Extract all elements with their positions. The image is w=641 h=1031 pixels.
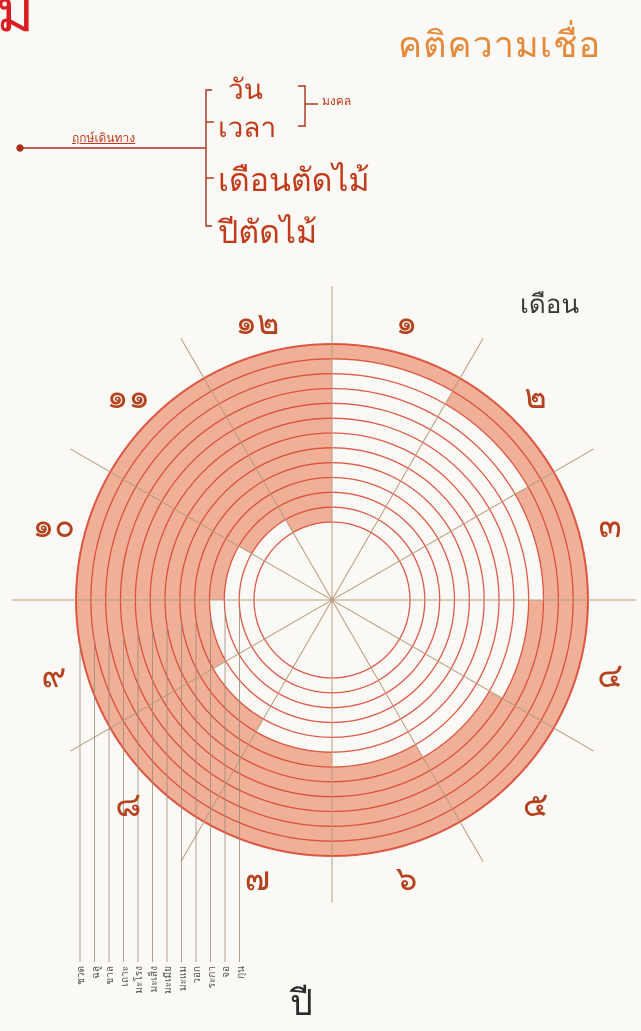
wheel-spoke [331, 599, 594, 752]
wheel-spoke [70, 599, 333, 752]
month-sector [502, 600, 588, 728]
wheel-spoke [331, 338, 484, 601]
tree-group-label: มงคล [322, 94, 352, 108]
month-label: ๓ [598, 506, 622, 547]
tree-lines [16, 85, 318, 227]
beliefs-heading: คติความเชื่อ [398, 25, 602, 66]
month-sector [515, 472, 588, 600]
tree-root-label: ฤกษ์เดินทาง [72, 131, 136, 145]
month-sector [332, 344, 460, 392]
wheel-spoke [331, 448, 594, 601]
year-heading: ปี [290, 983, 313, 1024]
month-label: ๒ [524, 377, 547, 418]
year-label: ชวด [76, 966, 87, 985]
wheel-spoke [180, 599, 333, 862]
year-label: จอ [221, 966, 232, 978]
wheel-spoke [331, 599, 484, 862]
month-heading: เดือน [520, 290, 580, 320]
month-sector [110, 378, 286, 554]
year-label: วอก [192, 966, 203, 984]
month-label: ๑ [395, 302, 418, 343]
year-label: กุน [235, 966, 247, 979]
year-label: เถาะ [119, 966, 131, 987]
month-label: ๗ [244, 859, 271, 900]
year-label: มะเมีย [163, 966, 174, 994]
year-label: มะเส็ง [148, 966, 160, 993]
year-label: มะโรง [134, 966, 145, 994]
month-sector [76, 600, 226, 728]
year-guide-lines [79, 607, 240, 962]
title-fragment: ม [0, 0, 35, 45]
month-label: ๔ [597, 655, 624, 696]
year-label: มะแม [177, 966, 189, 991]
month-label: ๑๒ [235, 302, 280, 343]
month-sector [445, 378, 554, 487]
year-label: ระกา [206, 966, 218, 989]
month-sector [204, 731, 332, 856]
wheel-spoke [70, 448, 333, 601]
tree-branch-day: วัน [228, 73, 263, 106]
tree-branch-time: เวลา [218, 111, 277, 144]
month-label: ๘ [115, 784, 142, 825]
year-label: ขาล [105, 966, 116, 985]
wheel-spoke [180, 338, 333, 601]
tree-branch-year: ปีตัดไม้ [218, 213, 318, 251]
month-label: ๕ [522, 784, 549, 825]
month-label: ๖ [395, 859, 418, 900]
tree-branch-month: เดือนตัดไม้ [218, 161, 370, 199]
month-sector [332, 744, 460, 856]
month-label: ๑๐ [32, 506, 75, 547]
month-label: ๑๑ [106, 377, 150, 418]
year-label: ฉลู [90, 966, 102, 979]
month-label: ๙ [41, 655, 67, 696]
